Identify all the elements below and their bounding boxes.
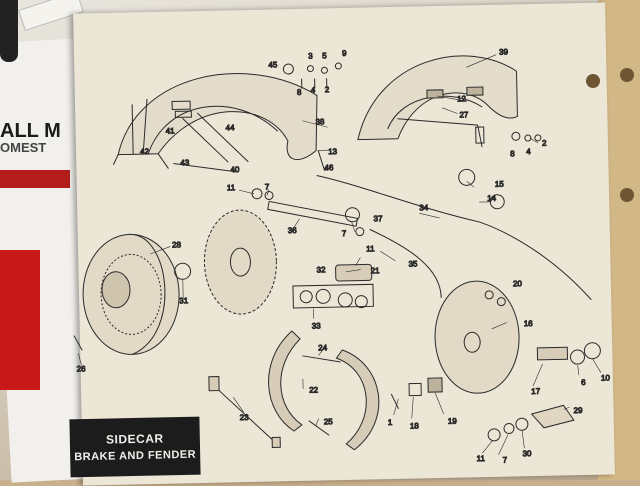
part-number: 9 [342, 49, 347, 58]
part-number: 32 [317, 265, 327, 274]
part-number: 41 [166, 126, 176, 135]
part-number: 1 [388, 418, 393, 427]
part-number: 27 [459, 110, 469, 119]
part-number: 28 [172, 240, 182, 249]
part-number: 15 [495, 180, 505, 189]
fender-left-drawing [112, 73, 331, 173]
clamp-drawing [458, 168, 476, 186]
part-number: 29 [574, 406, 584, 415]
part-number: 24 [318, 343, 328, 352]
part-number: 31 [179, 296, 189, 305]
part-number: 22 [309, 385, 319, 394]
cam-lever-drawing [487, 342, 601, 442]
part-number: 3 [308, 52, 313, 61]
part-number: 17 [531, 387, 541, 396]
fender-right-drawing [357, 55, 542, 148]
part-number: 37 [373, 214, 383, 223]
part-number: 13 [328, 147, 338, 156]
part-number: 8 [297, 88, 302, 97]
top-hardware-drawing [282, 62, 342, 89]
background-red-block [0, 250, 40, 390]
part-number: 44 [226, 123, 236, 132]
wheel-cylinder-drawing [292, 263, 374, 309]
part-number: 45 [268, 60, 278, 69]
binder-hole [620, 188, 634, 202]
marker-cap [0, 0, 18, 62]
brake-cable-drawing [316, 174, 592, 301]
part-number: 16 [524, 319, 534, 328]
brake-shoes-drawing [268, 330, 380, 451]
spacer-drawing [174, 262, 192, 280]
part-number: 11 [227, 183, 236, 192]
part-number: 19 [448, 417, 458, 426]
part-number: 26 [77, 364, 87, 373]
part-number: 38 [315, 117, 325, 126]
part-number: 8 [510, 149, 515, 158]
part-number: 40 [230, 165, 240, 174]
part-number: 30 [522, 449, 532, 458]
background-print-line1: ALL M [0, 120, 61, 142]
backing-plate-right-drawing [434, 280, 520, 394]
part-number: 11 [477, 454, 486, 463]
part-number: 12 [457, 94, 467, 103]
small-parts-drawing [73, 335, 443, 448]
part-number: 18 [410, 421, 420, 430]
part-number: 10 [601, 373, 611, 382]
part-number: 42 [140, 147, 150, 156]
caption-title: SIDECAR [105, 431, 164, 447]
part-number: 46 [324, 163, 334, 172]
part-number: 4 [526, 147, 531, 156]
part-number: 25 [324, 417, 334, 426]
part-number: 5 [322, 51, 327, 60]
part-number: 21 [371, 266, 381, 275]
part-number: 4 [311, 85, 316, 94]
part-number: 7 [342, 229, 347, 238]
part-number: 35 [408, 259, 418, 268]
part-number: 23 [240, 413, 250, 422]
leader-lines [78, 54, 602, 455]
diagram-caption: SIDECAR BRAKE AND FENDER [69, 416, 201, 478]
part-number: 14 [487, 194, 497, 203]
part-number: 11 [366, 244, 375, 253]
part-number: 36 [288, 226, 298, 235]
part-number: 34 [419, 203, 429, 212]
part-number: 33 [312, 321, 322, 330]
part-number: 7 [503, 456, 508, 465]
caption-subtitle: BRAKE AND FENDER [74, 448, 197, 464]
part-number: 39 [499, 47, 509, 56]
part-number: 43 [180, 158, 190, 167]
background-print-line2: OMEST [0, 140, 47, 155]
background-red-strip [0, 170, 70, 188]
part-number: 6 [581, 378, 586, 387]
background-print-line3: R [0, 273, 39, 333]
backing-plate-left-drawing [203, 209, 277, 315]
part-number: 2 [325, 85, 330, 94]
binder-hole [586, 74, 600, 88]
part-number: 20 [513, 279, 523, 288]
brake-rod-drawing [369, 228, 442, 298]
part-number: 7 [265, 182, 270, 191]
axle-drawing [251, 188, 365, 237]
part-number: 2 [542, 139, 547, 148]
brake-drum-drawing [82, 233, 180, 355]
binder-hole [620, 68, 634, 82]
